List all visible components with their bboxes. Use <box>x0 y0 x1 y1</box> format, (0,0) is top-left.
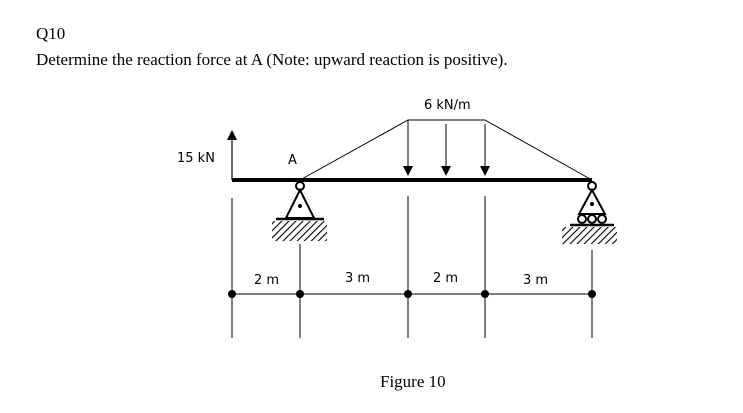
distributed-load-label: 6 kN/m <box>424 98 471 113</box>
dimension-label-4: 3 m <box>523 273 548 288</box>
dimension-label-2: 3 m <box>345 271 370 286</box>
pin-support-a <box>272 181 327 241</box>
figure-caption: Figure 10 <box>380 372 446 391</box>
point-load-arrow <box>227 130 237 180</box>
question-text: Determine the reaction force at A (Note:… <box>36 50 508 69</box>
point-load-label: 15 kN <box>177 151 215 166</box>
distributed-load-outline <box>299 119 593 181</box>
dimension-label-1: 2 m <box>254 273 279 288</box>
question-number: Q10 <box>36 24 66 43</box>
dimension-markers <box>228 290 596 298</box>
dimension-label-3: 2 m <box>433 271 458 286</box>
distributed-load-arrows <box>403 120 490 176</box>
support-a-label: A <box>288 153 297 168</box>
roller-support-right <box>562 181 617 244</box>
